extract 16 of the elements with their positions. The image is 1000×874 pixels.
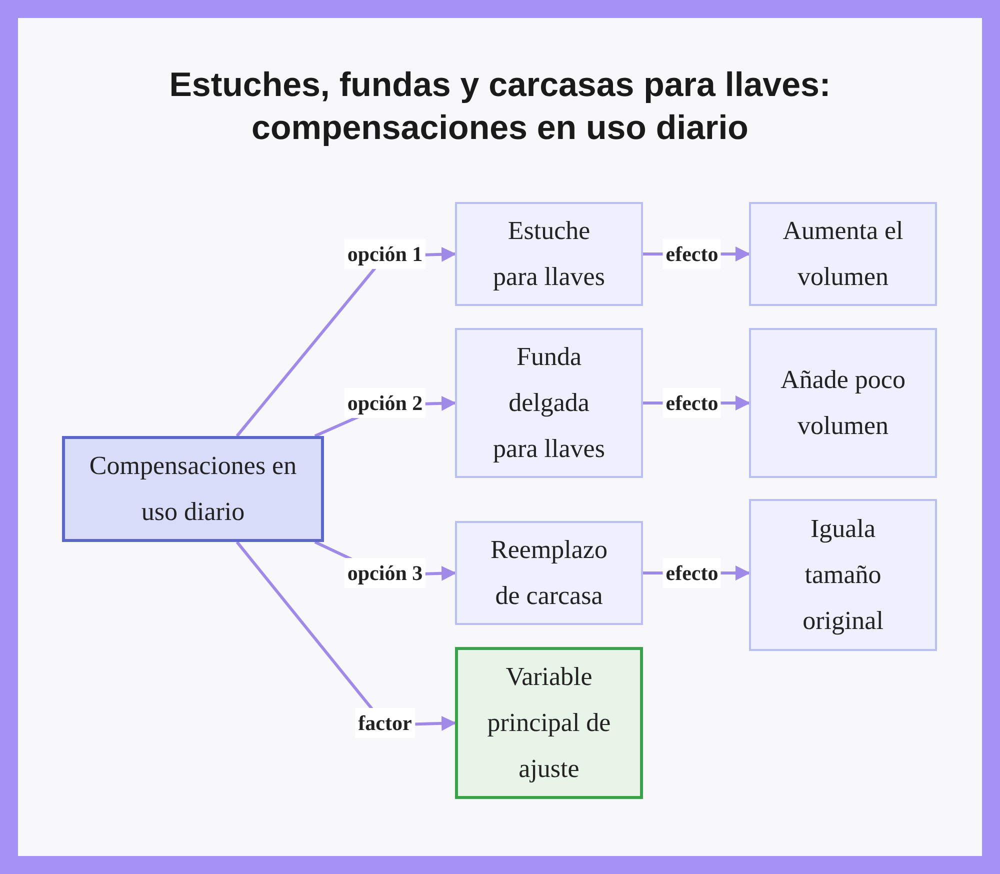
process-box: Aumenta el volumen	[749, 202, 937, 306]
process-box: Funda delgada para llaves	[455, 328, 643, 478]
process-box: Compensaciones en uso diario	[62, 436, 324, 542]
process-box: Reemplazo de carcasa	[455, 521, 643, 625]
edge-label: factor	[355, 708, 415, 738]
edge-label: efecto	[662, 388, 722, 418]
edge-label: efecto	[662, 558, 722, 588]
diagram-title: Estuches, fundas y carcasas para llaves: compensaciones en uso diario	[168, 65, 832, 149]
process-box: Añade poco volumen	[749, 328, 937, 478]
process-box: Estuche para llaves	[455, 202, 643, 306]
process-box: Variable principal de ajuste	[455, 647, 643, 799]
edge-label: opción 1	[344, 239, 426, 269]
edge-label: opción 2	[344, 388, 426, 418]
edge-label: opción 3	[344, 558, 426, 588]
edge-label: efecto	[662, 239, 722, 269]
process-box: Iguala tamaño original	[749, 499, 937, 651]
